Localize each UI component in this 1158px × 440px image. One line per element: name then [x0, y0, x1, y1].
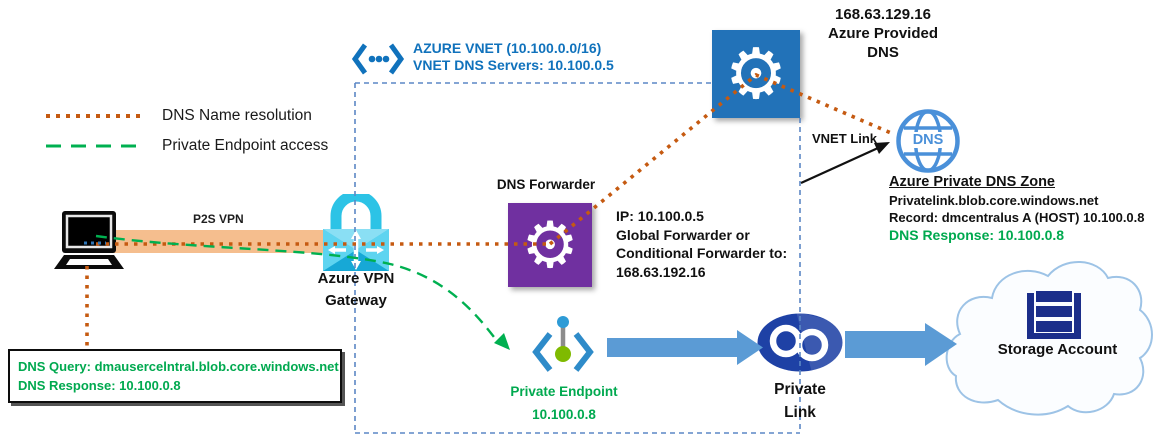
dns-forwarder-icon: ⚙ [508, 203, 592, 287]
private-dns-zone-response: DNS Response: 10.100.0.8 [889, 226, 1065, 243]
private-link-label-line2: Link [784, 404, 816, 421]
p2s-vpn-label: P2S VPN [193, 212, 244, 226]
gear-icon: ⚙ [724, 35, 788, 113]
vnet-link-arrow [800, 146, 879, 185]
private-endpoint-access-arrowhead [494, 333, 510, 350]
dns-forwarder-detail2: Conditional Forwarder to: [616, 245, 788, 261]
private-dns-zone-name: Privatelink.blob.core.windows.net [889, 192, 1099, 208]
gear-icon: ⚙ [521, 209, 579, 281]
private-link-label: Private Link [762, 378, 838, 424]
dns-query-box: DNS Query: dmausercelntral.blob.core.win… [8, 349, 342, 403]
dns-forwarder-detail1: Global Forwarder or [616, 226, 750, 243]
dns-forwarder-detail3: 168.63.192.16 [616, 263, 706, 280]
azure-provided-dns-caption: 168.63.129.16 Azure Provided DNS [808, 5, 958, 62]
dns-forwarder-label: DNS Forwarder [496, 177, 596, 192]
legend-dns-label: DNS Name resolution [162, 107, 312, 124]
vnet-dns-servers: VNET DNS Servers: 10.100.0.5 [413, 57, 614, 73]
vpn-gateway-label-line1: Azure VPN [317, 270, 395, 287]
vnet-title: AZURE VNET (10.100.0.0/16) [413, 40, 602, 56]
legend-endpoint-label: Private Endpoint access [162, 137, 329, 154]
private-endpoint-ip: 10.100.0.8 [532, 407, 596, 422]
storage-account-label: Storage Account [997, 341, 1118, 358]
vnet-icon [350, 40, 406, 83]
private-endpoint-icon [530, 312, 596, 387]
vpn-gateway-label-line2: Gateway [325, 292, 387, 309]
azure-provided-dns-icon: ⚙ [712, 30, 800, 118]
laptop-icon [54, 211, 124, 278]
private-link-label-line1: Private [774, 381, 826, 398]
vpn-gateway-label: Azure VPN Gateway [298, 268, 414, 312]
azure-dns-ip: 168.63.129.16 [835, 6, 931, 23]
dns-query-text: DNS Query: dmausercelntral.blob.core.win… [18, 359, 339, 374]
private-dns-zone-title: Azure Private DNS Zone [889, 174, 1055, 190]
azure-dns-line2: Azure Provided [827, 25, 939, 42]
dns-forwarder-ip: IP: 10.100.0.5 [616, 208, 704, 224]
private-dns-zone-block: Azure Private DNS Zone Privatelink.blob.… [889, 174, 1145, 244]
dns-forwarder-info: IP: 10.100.0.5 Global Forwarder or Condi… [616, 207, 787, 281]
storage-account-icon [1026, 290, 1082, 345]
private-dns-zone-record: Record: dmcentralus A (HOST) 10.100.0.8 [889, 210, 1145, 225]
dns-response-text: DNS Response: 10.100.0.8 [18, 378, 181, 393]
private-link-icon [756, 311, 844, 379]
dns-globe-text: DNS [905, 132, 951, 148]
vnet-link-label: VNET Link [812, 131, 878, 146]
azure-dns-line3: DNS [867, 44, 899, 61]
p2s-vpn-band [104, 230, 330, 253]
vpn-gateway-icon [322, 190, 390, 277]
flow-arrow-endpoint-to-privatelink [607, 330, 763, 365]
private-endpoint-label: Private Endpoint [510, 384, 618, 399]
